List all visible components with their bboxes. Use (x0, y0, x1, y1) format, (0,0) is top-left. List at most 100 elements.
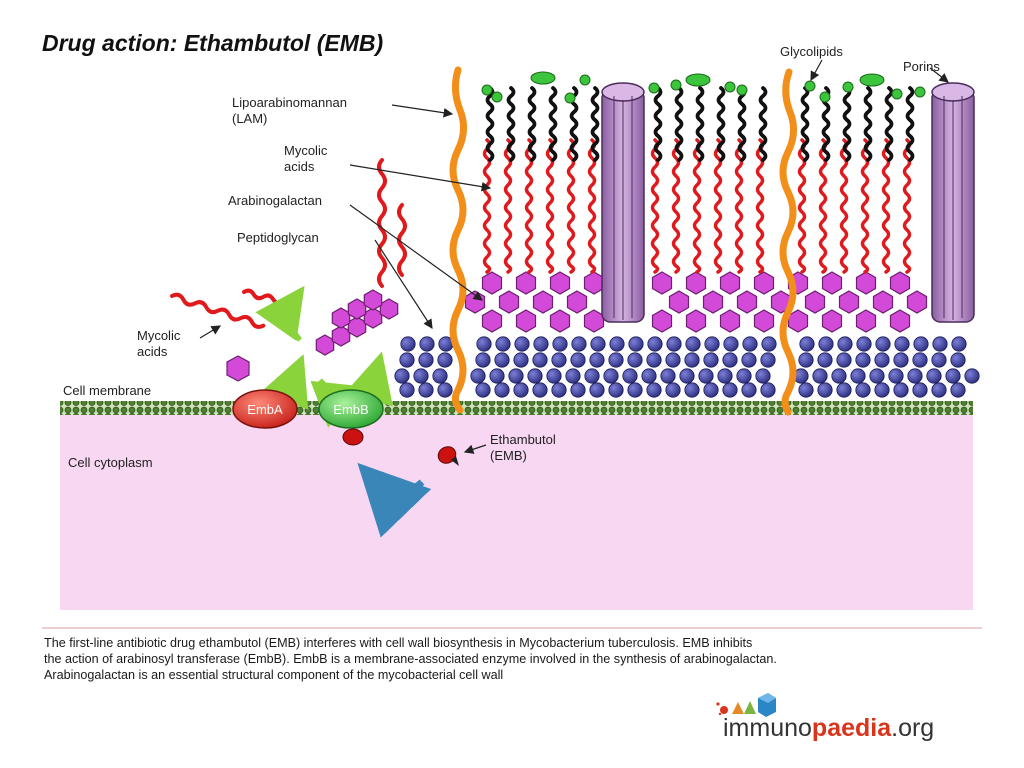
mycolic-acid-chain (650, 138, 660, 274)
lipid-tail (590, 86, 600, 162)
nascent-arabinogalactan-unit (347, 316, 367, 338)
cell-cytoplasm-label: Cell cytoplasm (68, 455, 153, 470)
embb-enzyme[interactable]: EmbB (318, 389, 384, 429)
peptidoglycan-unit (684, 382, 700, 398)
free-mycolic-acid-1 (170, 292, 266, 329)
mycolic-acid-layer (482, 138, 912, 274)
caption-line-1: The first-line antibiotic drug ethambuto… (44, 636, 753, 650)
arabinogalactan-unit (685, 309, 707, 333)
peptidoglycan-unit (850, 368, 866, 384)
page-title: Drug action: Ethambutol (EMB) (42, 30, 384, 56)
mycolic-acid-chain (797, 138, 807, 274)
peptidoglycan-unit (418, 352, 434, 368)
lipid-tail (548, 86, 558, 162)
peptidoglycan-unit (570, 382, 586, 398)
peptidoglycan-unit (742, 336, 758, 352)
arabinogalactan-unit (889, 309, 911, 333)
peptidoglycan-unit (760, 352, 776, 368)
peptidoglycan-unit (874, 382, 890, 398)
lipid-tail (716, 86, 726, 162)
peptidoglycan-unit (570, 352, 586, 368)
peptidoglycan-unit (741, 382, 757, 398)
mycolic-top-label-line2: acids (284, 159, 315, 174)
nascent-arabinogalactan-unit (347, 298, 367, 320)
mycolic-acid-chain (755, 138, 765, 274)
mycolic-left-pointer (199, 325, 222, 339)
lam-label-line2: (LAM) (232, 111, 267, 126)
glycolipids-pointer (810, 59, 823, 82)
peptidoglycan-unit (894, 336, 910, 352)
peptidoglycan-unit (475, 352, 491, 368)
peptidoglycan-unit (551, 382, 567, 398)
glycolipid-head (648, 82, 660, 94)
peptidoglycan-unit (741, 352, 757, 368)
peptidoglycan-unit (590, 336, 606, 352)
peptidoglycan-unit (514, 336, 530, 352)
peptidoglycan-unit (912, 382, 928, 398)
glycolipid-head (530, 71, 556, 85)
peptidoglycan-unit (951, 336, 967, 352)
peptidoglycan-unit (609, 336, 625, 352)
glycolipid-head (914, 86, 926, 98)
peptidoglycan-unit (755, 368, 771, 384)
peptidoglycan-unit (698, 368, 714, 384)
peptidoglycan-unit (628, 336, 644, 352)
arabinogalactan-unit (481, 271, 503, 295)
arabinogalactan-label: Arabinogalactan (228, 193, 322, 208)
arabinogalactan-unit (702, 290, 724, 314)
arabinogalactan-unit (532, 290, 554, 314)
nascent-arabinogalactan (315, 289, 399, 356)
arabinogalactan-unit (855, 309, 877, 333)
peptidoglycan-unit (399, 352, 415, 368)
peptidoglycan-unit (679, 368, 695, 384)
ethambutol-free[interactable] (435, 444, 459, 467)
arabinogalactan-unit (787, 309, 809, 333)
glycolipid-head (724, 81, 736, 93)
free-mycolic-acid-2 (242, 288, 285, 306)
glycolipid-head (842, 81, 854, 93)
lipid-tail (842, 86, 852, 162)
peptidoglycan-unit (717, 368, 733, 384)
peptidoglycan-unit (722, 382, 738, 398)
glycolipid-head (804, 80, 816, 92)
lipid-tail (905, 86, 915, 162)
peptidoglycan-unit (399, 382, 415, 398)
mycolic-top-label-line1: Mycolic (284, 143, 328, 158)
mycolic-acid-chain (545, 138, 555, 274)
lipid-tail (884, 86, 894, 162)
arabinogalactan-unit (566, 290, 588, 314)
synthesis-arrow-1 (255, 285, 305, 342)
glycolipid-head (891, 88, 903, 100)
lipid-tail (695, 86, 705, 162)
peptidoglycan-unit (627, 382, 643, 398)
peptidoglycan-unit (489, 368, 505, 384)
peptidoglycan-unit (666, 336, 682, 352)
arabinogalactan-unit (515, 309, 537, 333)
embb-label: EmbB (333, 402, 368, 417)
emba-enzyme[interactable]: EmbA (232, 389, 298, 429)
arabinogalactan-unit (668, 290, 690, 314)
peptidoglycan-unit (950, 382, 966, 398)
mycolic-acid-chain (839, 138, 849, 274)
nascent-arabinogalactan-unit (331, 307, 351, 329)
arabinogalactan-unit (804, 290, 826, 314)
arabinogalactan-unit (719, 309, 741, 333)
peptidoglycan-unit (684, 352, 700, 368)
peptidoglycan-unit (660, 368, 676, 384)
nascent-mycolic-acid-1 (377, 158, 387, 288)
peptidoglycan-unit (546, 368, 562, 384)
peptidoglycan-unit (589, 352, 605, 368)
peptidoglycan-unit (665, 382, 681, 398)
mycolic-acid-chain (503, 138, 513, 274)
peptidoglycan-unit (494, 382, 510, 398)
peptidoglycan-unit (584, 368, 600, 384)
peptidoglycan-unit (856, 336, 872, 352)
mycolic-acid-chain (713, 138, 723, 274)
lipid-tail (758, 86, 768, 162)
peptidoglycan-unit (494, 352, 510, 368)
arabinogalactan-unit (821, 271, 843, 295)
immunopaedia-logo[interactable]: immunopaedia.org (706, 688, 981, 748)
porins-label: Porins (903, 59, 940, 74)
lipid-tail (674, 86, 684, 162)
peptidoglycan-unit (931, 352, 947, 368)
